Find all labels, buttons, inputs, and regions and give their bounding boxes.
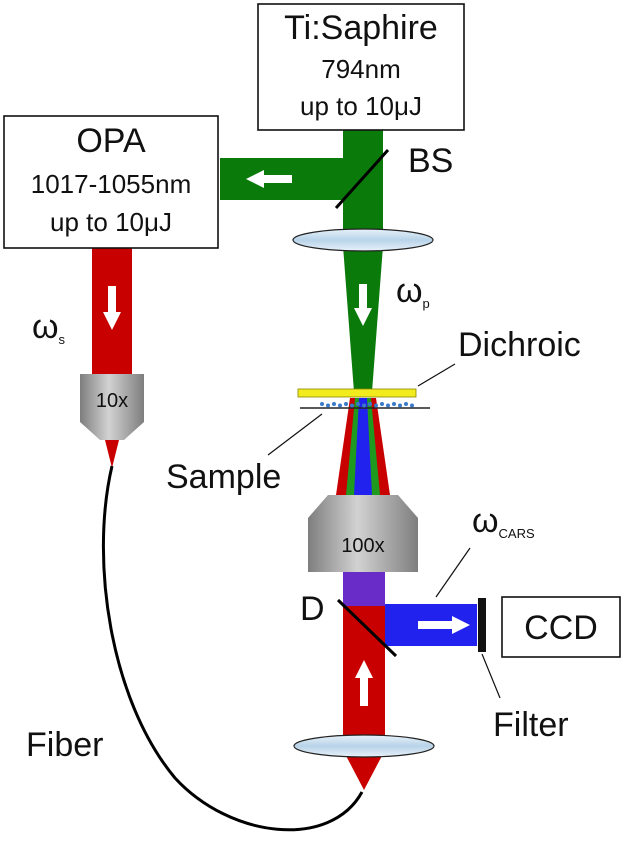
omega-p-label: ωp [396,272,430,311]
cars-leader [435,547,471,598]
lens-lower [293,734,435,758]
sample-particle [368,402,372,406]
sample-leader [267,413,323,456]
omega-cars-label: ωCARS [472,502,535,541]
stokes-direction-arrow-up [355,660,373,706]
opa-energy: up to 10μJ [50,207,172,237]
opa-box [3,115,219,249]
sample-particle [362,403,366,408]
omega-cars-symbol: ω [472,502,499,540]
mixed-beam-lower [343,572,385,606]
objective-10x-tip [80,422,144,440]
dichroic-label: Dichroic [458,326,581,364]
pump-beam-horizontal [220,158,383,200]
omega-p-subscript: p [423,296,430,311]
sample-particle [344,402,348,406]
ccd-label: CCD [524,609,598,647]
omega-cars-subscript: CARS [499,526,535,541]
ti-saphire-title: Ti:Saphire [284,9,438,47]
sample-particle [398,403,402,408]
ti-saphire-wavelength: 794nm [321,54,401,84]
sample-particle [320,402,324,406]
sample-particles [320,402,414,408]
pump-direction-arrow-down [354,284,372,326]
omega-p-symbol: ω [396,272,423,310]
opa-title: OPA [76,122,146,160]
cars-direction-arrow-right [418,616,470,634]
sample-particle [404,402,408,406]
lens-upper [292,228,434,252]
sample-particle [332,402,336,406]
objective-100x-label: 100x [341,535,384,557]
objective-10x-label: 10x [96,390,128,412]
omega-s-subscript: s [59,332,66,347]
d-label: D [300,590,325,628]
optical-fiber [101,465,364,832]
filter-element [478,598,486,652]
ti-saphire-box [257,3,465,131]
sample-particle [338,403,342,408]
stokes-beam-input-cone [343,750,385,790]
beam-splitter [334,148,390,210]
opa-wavelength: 1017-1055nm [31,169,191,199]
sample-particle [410,403,414,408]
sample-particle [326,403,330,408]
sample-particle [386,403,390,408]
omega-s-label: ωs [32,308,66,347]
fiber-coupling-cone [105,440,119,468]
sample-particle [350,403,354,408]
objective-10x-body [80,374,144,422]
sample-particle [392,402,396,406]
pump-direction-arrow-left [246,170,292,188]
sample-particle [356,402,360,406]
objective-100x-body [308,518,418,572]
ccd-box [501,596,621,658]
stokes-direction-arrow-down [103,286,121,330]
fiber-label: Fiber [26,726,103,764]
cars-cone-upper [354,398,372,495]
bs-label: BS [408,142,453,180]
ti-saphire-energy: up to 10μJ [300,91,422,121]
dichroic-mirror-d [336,598,398,658]
objective-100x-tip [308,495,418,518]
filter-leader [481,653,501,699]
omega-s-symbol: ω [32,308,59,346]
sample-label: Sample [166,458,281,496]
filter-label: Filter [493,706,569,744]
sample-particle [380,402,384,406]
sample-particle [374,403,378,408]
dichroic-leader [417,363,456,387]
dichroic-plate [297,388,417,398]
